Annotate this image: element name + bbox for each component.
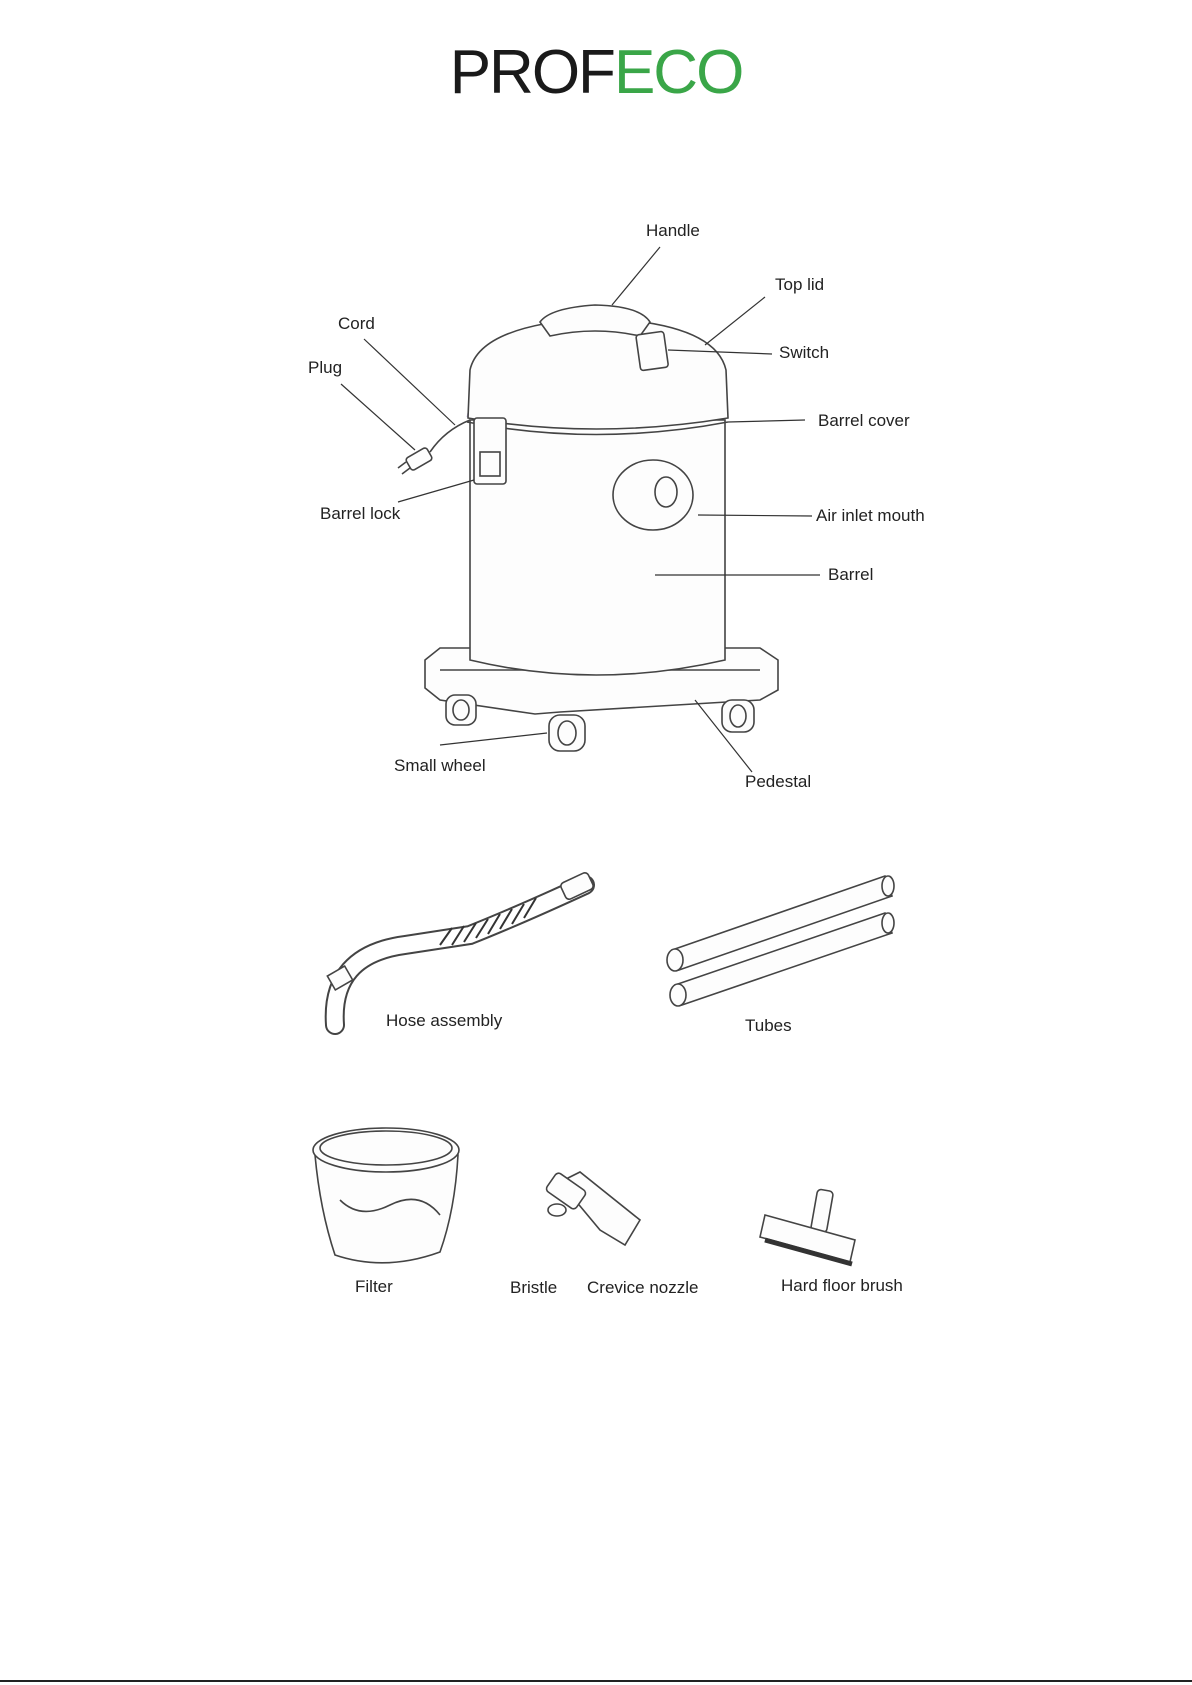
- plug-shape: [405, 447, 433, 471]
- label-crevice-nozzle: Crevice nozzle: [587, 1278, 699, 1297]
- page-bottom-border: [0, 1680, 1192, 1682]
- air-inlet-ring: [613, 460, 693, 530]
- label-small-wheel: Small wheel: [394, 756, 486, 775]
- label-cord: Cord: [338, 314, 375, 333]
- label-pedestal: Pedestal: [745, 772, 811, 791]
- wheel-left: [446, 695, 476, 725]
- label-top-lid: Top lid: [775, 275, 824, 294]
- cord-shape: [430, 420, 470, 452]
- top-lid-shape: [468, 318, 728, 429]
- label-hard-floor-brush: Hard floor brush: [781, 1276, 903, 1295]
- label-plug: Plug: [308, 358, 342, 377]
- label-bristle: Bristle: [510, 1278, 557, 1297]
- label-barrel-cover: Barrel cover: [818, 411, 910, 430]
- switch-shape: [636, 331, 669, 371]
- vacuum-cleaner-drawing: [398, 305, 778, 751]
- label-barrel-lock: Barrel lock: [320, 504, 401, 523]
- tubes-drawing: [667, 876, 894, 1006]
- wheel-front: [549, 715, 585, 751]
- wheel-right: [722, 700, 754, 732]
- label-handle: Handle: [646, 221, 700, 240]
- label-switch: Switch: [779, 343, 829, 362]
- handle-shape: [540, 305, 650, 336]
- label-barrel: Barrel: [828, 565, 873, 584]
- label-filter: Filter: [355, 1277, 393, 1296]
- bristle-crevice-drawing: [545, 1172, 640, 1245]
- hard-floor-brush-drawing: [760, 1189, 855, 1264]
- label-tubes: Tubes: [745, 1016, 792, 1035]
- label-air-inlet-mouth: Air inlet mouth: [816, 506, 925, 525]
- barrel-shape: [470, 420, 725, 675]
- barrel-lock-shape: [474, 418, 506, 484]
- filter-drawing: [313, 1128, 459, 1263]
- hose-assembly-drawing: [327, 872, 594, 1025]
- label-hose-assembly: Hose assembly: [386, 1011, 503, 1030]
